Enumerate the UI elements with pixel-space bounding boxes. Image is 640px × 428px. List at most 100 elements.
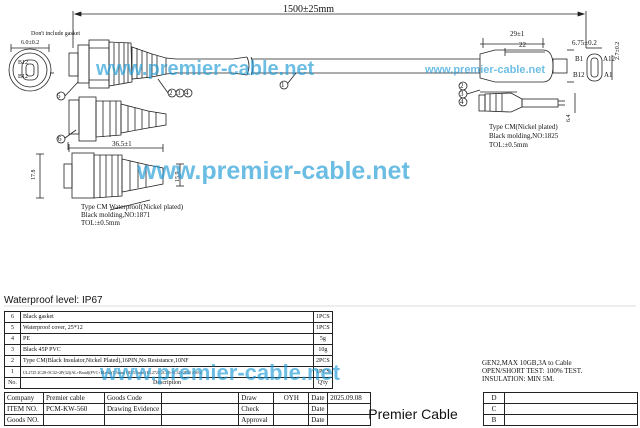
dim-64: 6.4 — [566, 114, 572, 123]
bom-row: 5 Waterproof cover, 25*12 1PCS — [4, 322, 333, 334]
bom-no: 1 — [4, 366, 21, 378]
bom-header-no: No. — [4, 377, 21, 389]
bom-header-row: No. Description Q'ty — [4, 377, 333, 389]
date-value-3 — [327, 414, 372, 426]
pin-label-b12-left: B12 — [18, 60, 29, 66]
revision-value — [504, 403, 638, 415]
bom-no: 6 — [4, 311, 21, 323]
balloon-1-label: 1 — [281, 81, 285, 89]
revision-label: C — [483, 403, 505, 415]
revision-row: D — [483, 392, 638, 404]
left-note-line2: Black molding,NO:1871 — [81, 211, 151, 219]
left-face-dim: 6.0±0.2 — [21, 40, 40, 46]
item-no-label: ITEM NO. — [4, 403, 44, 415]
overall-length-label: 1500±25mm — [283, 4, 335, 15]
company-name: Premier Cable — [368, 406, 458, 422]
balloon-6-label: 6 — [58, 135, 62, 143]
date-label: Date — [308, 392, 329, 404]
watermark-1: www.premier-cable.net — [96, 58, 315, 80]
revision-value — [504, 414, 638, 426]
approval-value — [273, 414, 310, 426]
title-row: Company Premier cable Goods Code Draw OY… — [4, 392, 372, 404]
bom-header-qty: Q'ty — [313, 377, 333, 389]
revision-row: C — [483, 403, 638, 415]
bom-desc: PE — [20, 333, 314, 345]
title-row: ITEM NO. PCM-KW-560 Drawing Evidence Che… — [4, 403, 372, 415]
bom-desc: Waterproof cover, 25*12 — [20, 322, 314, 334]
bom-header-desc: Description — [20, 377, 314, 389]
right-height-dim: 2.7±0.2 — [615, 41, 621, 60]
balloon-3-label: 3 — [177, 89, 181, 97]
dim-22: 22 — [519, 41, 526, 49]
watermark-2: www.premier-cable.net — [425, 64, 546, 76]
dim-29: 29±1 — [510, 30, 525, 38]
bom-no: 2 — [4, 355, 21, 367]
bom-qty: 1PCS — [313, 311, 333, 323]
title-row: Goods NO. Approval Date — [4, 414, 372, 426]
goods-code-label: Goods Code — [103, 392, 163, 404]
balloon-callouts — [56, 72, 481, 144]
dim-365: 36.5±1 — [112, 140, 132, 148]
right-face-view — [586, 47, 613, 82]
drawing-evidence-label: Drawing Evidence — [103, 403, 163, 415]
blank-cell — [103, 414, 163, 426]
revision-label: B — [483, 414, 505, 426]
pin-label-b12-left-2: B12 — [18, 74, 29, 80]
bom-no: 5 — [4, 322, 21, 334]
company-label: Company — [4, 392, 44, 404]
left-note-line3: TOL:±0.5mm — [81, 219, 120, 227]
title-block: Company Premier cable Goods Code Draw OY… — [4, 392, 372, 426]
right-face-dim: 6.75±0.2 — [572, 39, 597, 47]
bom-row: 3 Black 45P PVC 10g — [4, 344, 333, 356]
bom-desc: Black gasket — [20, 311, 314, 323]
goods-no-value — [43, 414, 105, 426]
draw-value: OYH — [273, 392, 310, 404]
pin-label-b12: B12 — [573, 71, 585, 79]
balloon-4r-label: 4 — [460, 98, 464, 106]
bom-desc: Black 45P PVC — [20, 344, 314, 356]
revision-table: D C B — [483, 392, 638, 426]
watermark-4: www.premier-cable.net — [100, 360, 341, 385]
drawing-evidence-value — [161, 403, 240, 415]
item-no-value: PCM-KW-560 — [43, 403, 105, 415]
balloon-2-label: 2 — [169, 89, 173, 97]
right-connector-top — [479, 38, 574, 83]
right-note-line3: TOL:±0.5mm — [489, 141, 528, 149]
balloon-5-label: 5 — [57, 92, 61, 100]
spec-note-3: INSULATION: MIN 5M. — [482, 375, 555, 383]
waterproof-level: Waterproof level: IP67 — [4, 295, 103, 306]
right-note-line2: Black molding,NO:1825 — [489, 132, 559, 140]
draw-label: Draw — [238, 392, 275, 404]
left-note-line1: Type CM Waterproof(Nickel plated) — [81, 203, 184, 211]
left-face-view — [8, 44, 54, 92]
pin-label-b1: B1 — [575, 55, 584, 63]
watermark-3: www.premier-cable.net — [137, 157, 410, 185]
date-label-3: Date — [308, 414, 329, 426]
gasket-note: Don't include gasket — [31, 31, 81, 37]
blank-cell-2 — [161, 414, 240, 426]
bom-row: 6 Black gasket 1PCS — [4, 311, 333, 323]
spec-note-2: OPEN/SHORT TEST: 100% TEST. — [482, 367, 583, 375]
goods-code-value — [161, 392, 240, 404]
bom-no: 4 — [4, 333, 21, 345]
revision-value — [504, 392, 638, 404]
pin-label-a12: A12 — [603, 55, 616, 63]
goods-no-label: Goods NO. — [4, 414, 44, 426]
dim-178: 17.8 — [31, 169, 37, 181]
bom-qty: 1PCS — [313, 322, 333, 334]
left-waterproof-view — [67, 96, 167, 150]
left-connector-side — [68, 39, 177, 89]
overall-length-dimension — [72, 11, 587, 48]
bom-row: 4 PE 5g — [4, 333, 333, 345]
date-value: 2025.09.08 — [327, 392, 372, 404]
revision-label: D — [483, 392, 505, 404]
right-connector-profile — [478, 91, 576, 113]
bom-table: 6 Black gasket 1PCS 5 Waterproof cover, … — [4, 311, 333, 389]
check-label: Check — [238, 403, 275, 415]
left-section-view — [36, 144, 184, 211]
bom-qty: 5g — [313, 333, 333, 345]
date-label-2: Date — [308, 403, 329, 415]
pin-label-a1: A1 — [604, 71, 613, 79]
bom-qty: 10g — [313, 344, 333, 356]
